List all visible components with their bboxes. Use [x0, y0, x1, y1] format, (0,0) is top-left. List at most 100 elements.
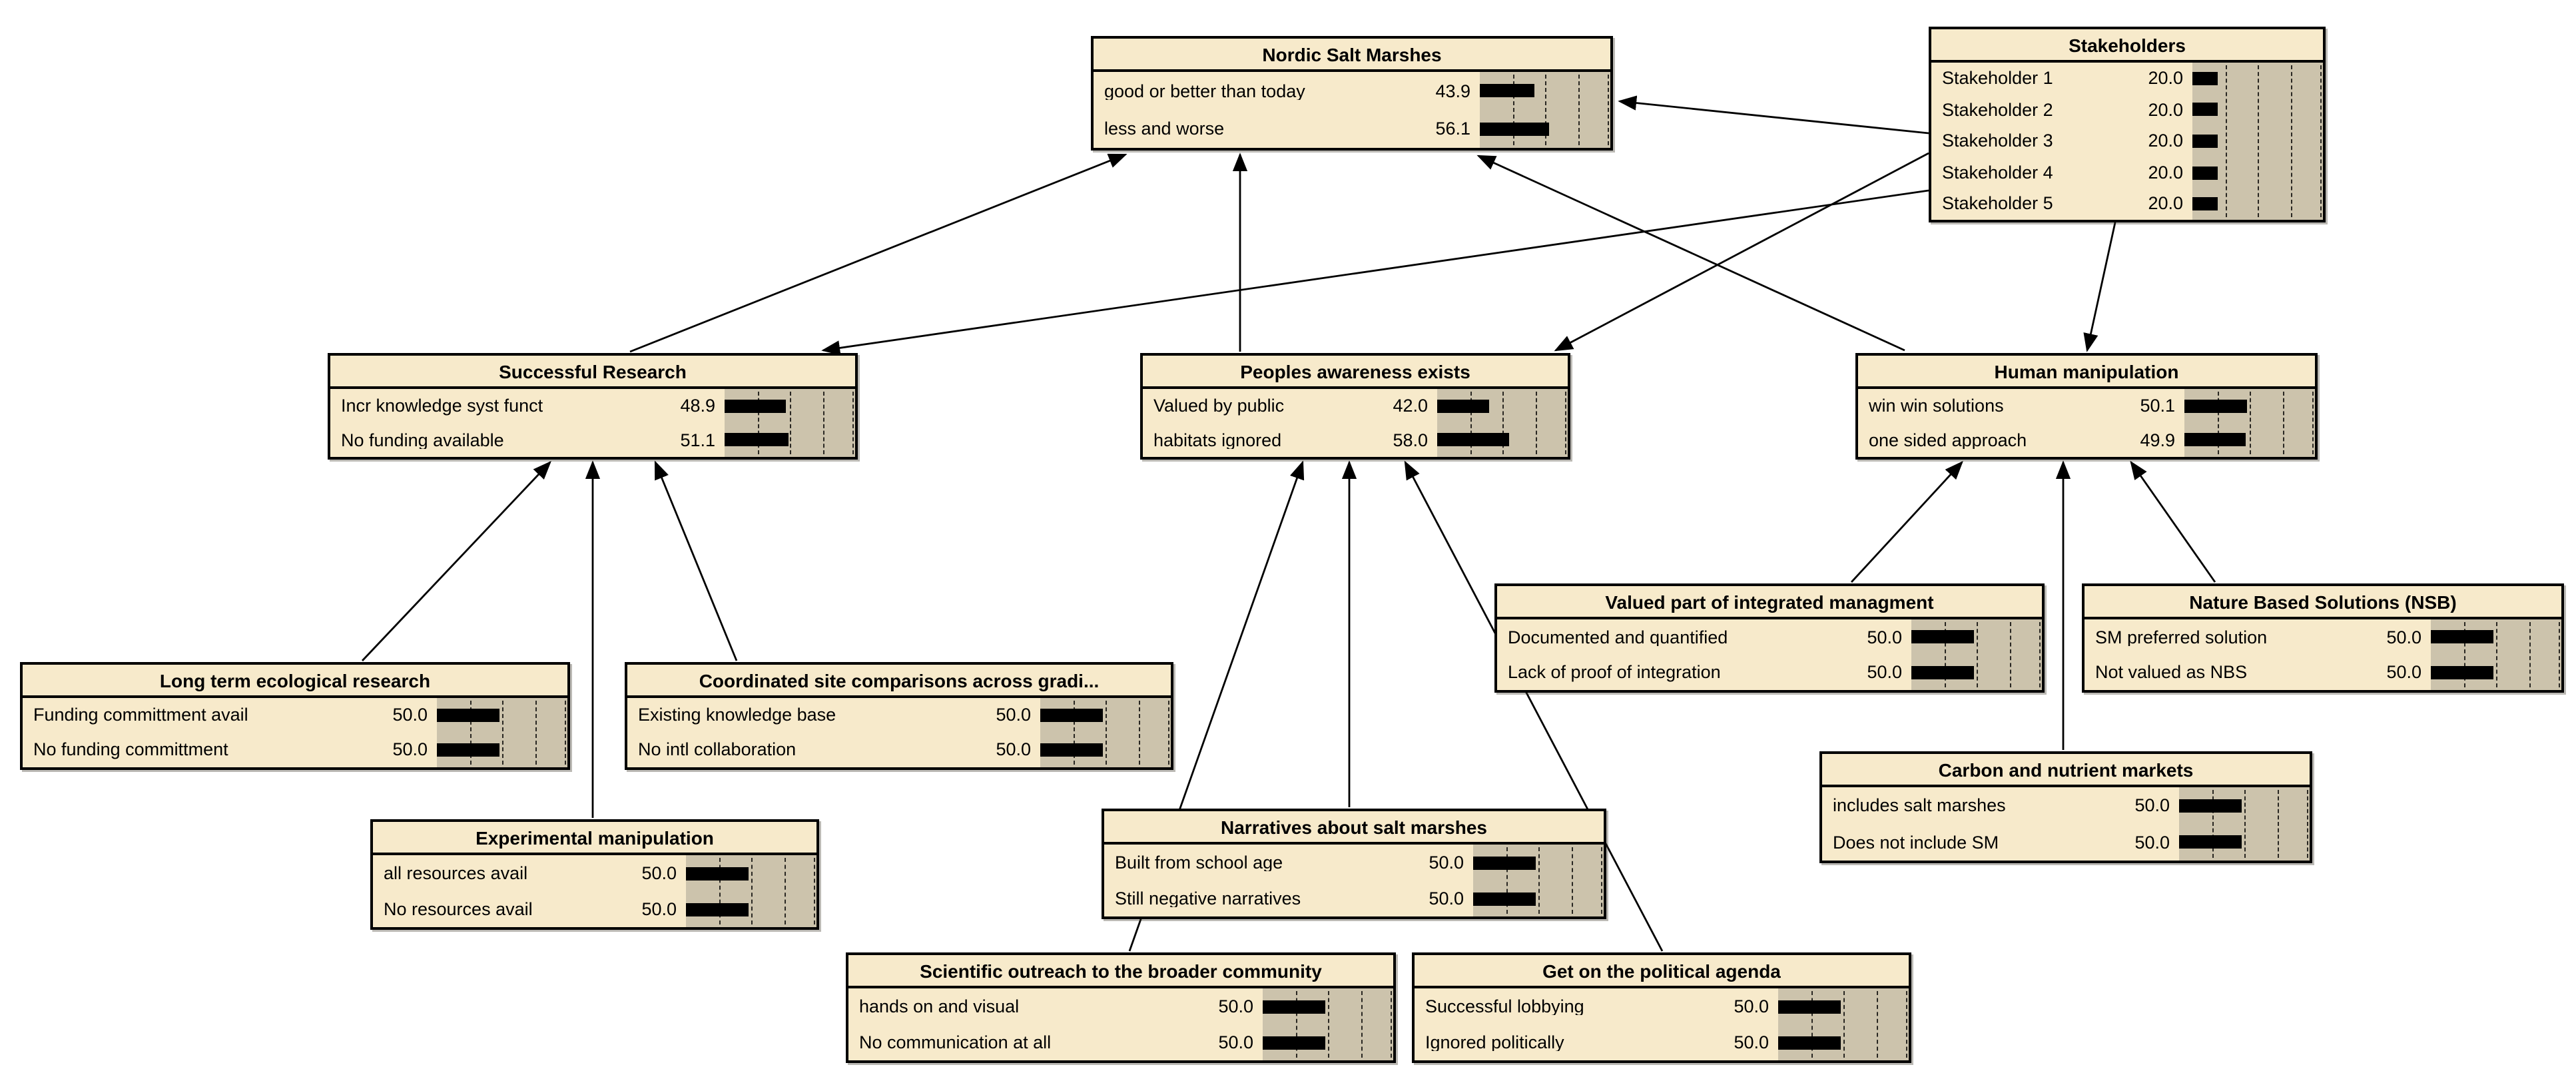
state-label: Ignored politically	[1425, 1033, 1564, 1052]
probability-bar	[2192, 71, 2218, 85]
bar-slot	[2192, 157, 2323, 188]
probability-bar	[2184, 399, 2247, 413]
state-row[interactable]: Ignored politically 50.0	[1415, 1024, 1909, 1060]
state-label: all resources avail	[384, 864, 528, 883]
state-probability-value: 42.0	[1393, 396, 1428, 416]
node-title: Scientific outreach to the broader commu…	[848, 955, 1393, 988]
bar-grid-line	[822, 392, 824, 454]
state-probability-value: 56.1	[1435, 119, 1470, 139]
probability-bar	[2184, 433, 2246, 447]
probability-bar	[2179, 835, 2242, 849]
edge-human-to-nordic	[1476, 155, 1905, 352]
bar-grid-line	[1391, 991, 1392, 1058]
probability-bar	[1473, 892, 1536, 905]
bar-slot	[1911, 619, 2042, 655]
node-title: Peoples awareness exists	[1143, 356, 1568, 389]
bar-grid-line	[1328, 991, 1329, 1058]
bar-slot	[437, 698, 567, 733]
state-probability-value: 20.0	[2148, 68, 2183, 89]
state-label: hands on and visual	[859, 997, 1020, 1016]
bar-grid-line	[1538, 847, 1540, 914]
probability-bar	[1480, 84, 1534, 98]
state-probability-value: 20.0	[2148, 162, 2183, 182]
state-label: Successful lobbying	[1425, 997, 1584, 1016]
node-nbs[interactable]: Nature Based Solutions (NSB)SM preferred…	[2082, 583, 2564, 693]
state-probability-value: 50.0	[1218, 1032, 1253, 1052]
state-probability-value: 49.9	[2140, 430, 2175, 450]
bar-slot	[1473, 845, 1604, 881]
edge-stakeholders-to-nordic	[1618, 95, 1929, 135]
node-coordinated[interactable]: Coordinated site comparisons across grad…	[625, 662, 1173, 770]
state-label: includes salt marshes	[1833, 797, 2006, 815]
state-probability-value: 50.0	[641, 898, 677, 919]
state-label: No communication at all	[859, 1033, 1052, 1052]
bar-slot	[1263, 988, 1393, 1024]
bar-grid-line	[1843, 991, 1845, 1058]
bar-slot	[1437, 389, 1568, 423]
bar-grid-line	[1073, 701, 1074, 765]
node-title: Human manipulation	[1858, 356, 2315, 389]
node-outreach[interactable]: Scientific outreach to the broader commu…	[846, 952, 1396, 1063]
bar-grid-line	[2529, 622, 2530, 687]
state-probability-value: 50.0	[1734, 1032, 1769, 1052]
state-label: Not valued as NBS	[2095, 663, 2248, 681]
edge-political-to-peoples	[1404, 460, 1664, 952]
bar-grid-line	[1608, 75, 1609, 145]
state-row[interactable]: No communication at all 50.0	[848, 1024, 1393, 1060]
bar-grid-line	[2258, 65, 2259, 217]
bar-grid-line	[1535, 392, 1536, 454]
node-title: Long term ecological research	[23, 665, 567, 698]
bar-grid-line	[1601, 847, 1602, 914]
bar-grid-line	[1138, 701, 1139, 765]
bar-grid-line	[1295, 991, 1297, 1058]
state-probability-value: 50.0	[1867, 662, 1902, 682]
state-label: good or better than today	[1104, 82, 1305, 100]
bar-grid-line	[1565, 392, 1566, 454]
probability-bar	[686, 902, 749, 916]
